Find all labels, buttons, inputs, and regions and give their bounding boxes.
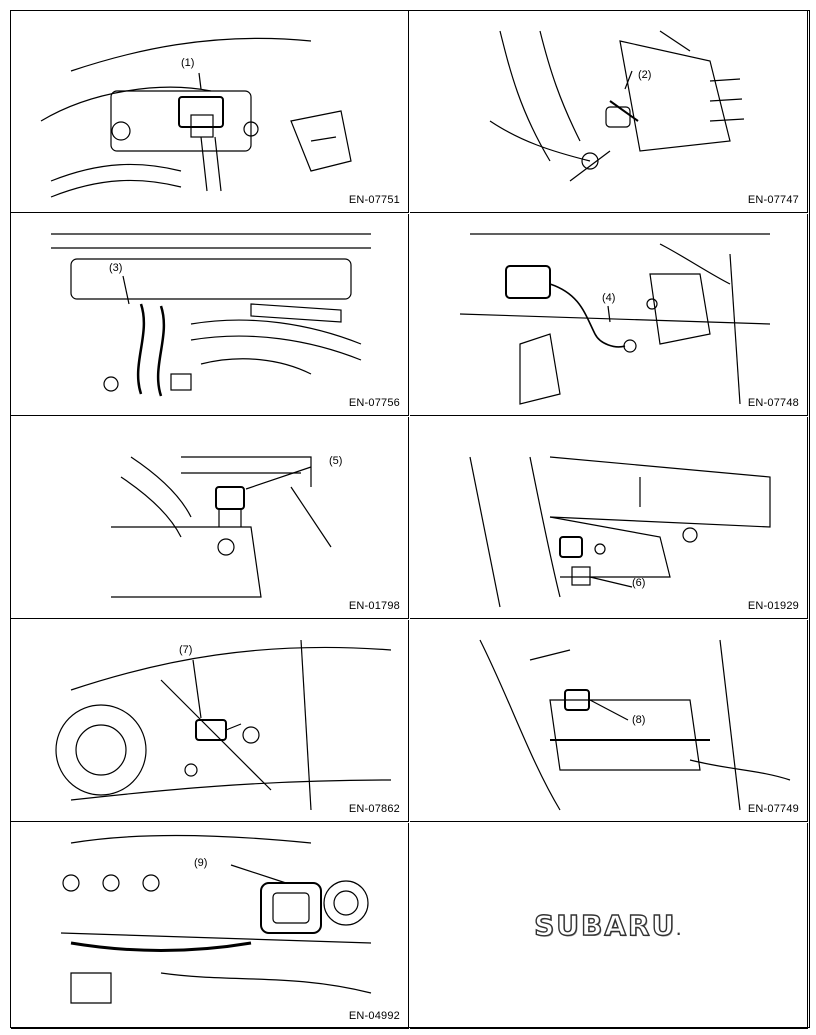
figure-code: EN-07749 — [747, 803, 799, 815]
illustration-sheet: (1) EN-07751 (2) EN-07747 (3) — [10, 10, 810, 1029]
callout-label: (6) — [632, 577, 646, 589]
callout-label: (7) — [179, 644, 193, 656]
engine-illustration-8 — [479, 639, 791, 811]
callout-label: (2) — [638, 69, 652, 81]
brand-mark: . — [676, 924, 683, 938]
callout-label: (8) — [632, 714, 646, 726]
figure-code: EN-01929 — [747, 600, 799, 612]
panel-2: (2) EN-07747 — [410, 11, 808, 213]
subaru-logo: SUBARU. — [410, 908, 807, 942]
panel-8: (8) EN-07749 — [410, 620, 808, 822]
brand-panel: SUBARU. — [410, 823, 808, 1029]
engine-illustration-2 — [489, 30, 745, 182]
panel-1: (1) EN-07751 — [11, 11, 409, 213]
figure-code: EN-07751 — [348, 194, 400, 206]
engine-illustration-6 — [469, 456, 771, 608]
engine-illustration-1 — [40, 37, 352, 198]
brand-name: SUBARU — [533, 908, 677, 942]
panel-4: (4) EN-07748 — [410, 214, 808, 416]
engine-illustration-4 — [459, 233, 771, 405]
figure-code: EN-07862 — [348, 803, 400, 815]
engine-illustration-7 — [55, 639, 392, 811]
engine-illustration-9 — [60, 834, 372, 1004]
callout-label: (1) — [181, 57, 195, 69]
engine-illustration-5 — [111, 456, 332, 598]
panel-3: (3) EN-07756 — [11, 214, 409, 416]
figure-code: EN-07756 — [348, 397, 400, 409]
callout-label: (3) — [109, 262, 123, 274]
panel-7: (7) EN-07862 — [11, 620, 409, 822]
callout-label: (9) — [194, 857, 208, 869]
panel-6: (6) EN-01929 — [410, 417, 808, 619]
engine-illustration-3 — [51, 233, 371, 397]
figure-code: EN-01798 — [348, 600, 400, 612]
figure-code: EN-07747 — [747, 194, 799, 206]
callout-label: (4) — [602, 292, 616, 304]
panel-5: (5) EN-01798 — [11, 417, 409, 619]
panel-9: (9) EN-04992 — [11, 823, 409, 1029]
figure-code: EN-04992 — [348, 1010, 400, 1022]
figure-code: EN-07748 — [747, 397, 799, 409]
callout-label: (5) — [329, 455, 343, 467]
